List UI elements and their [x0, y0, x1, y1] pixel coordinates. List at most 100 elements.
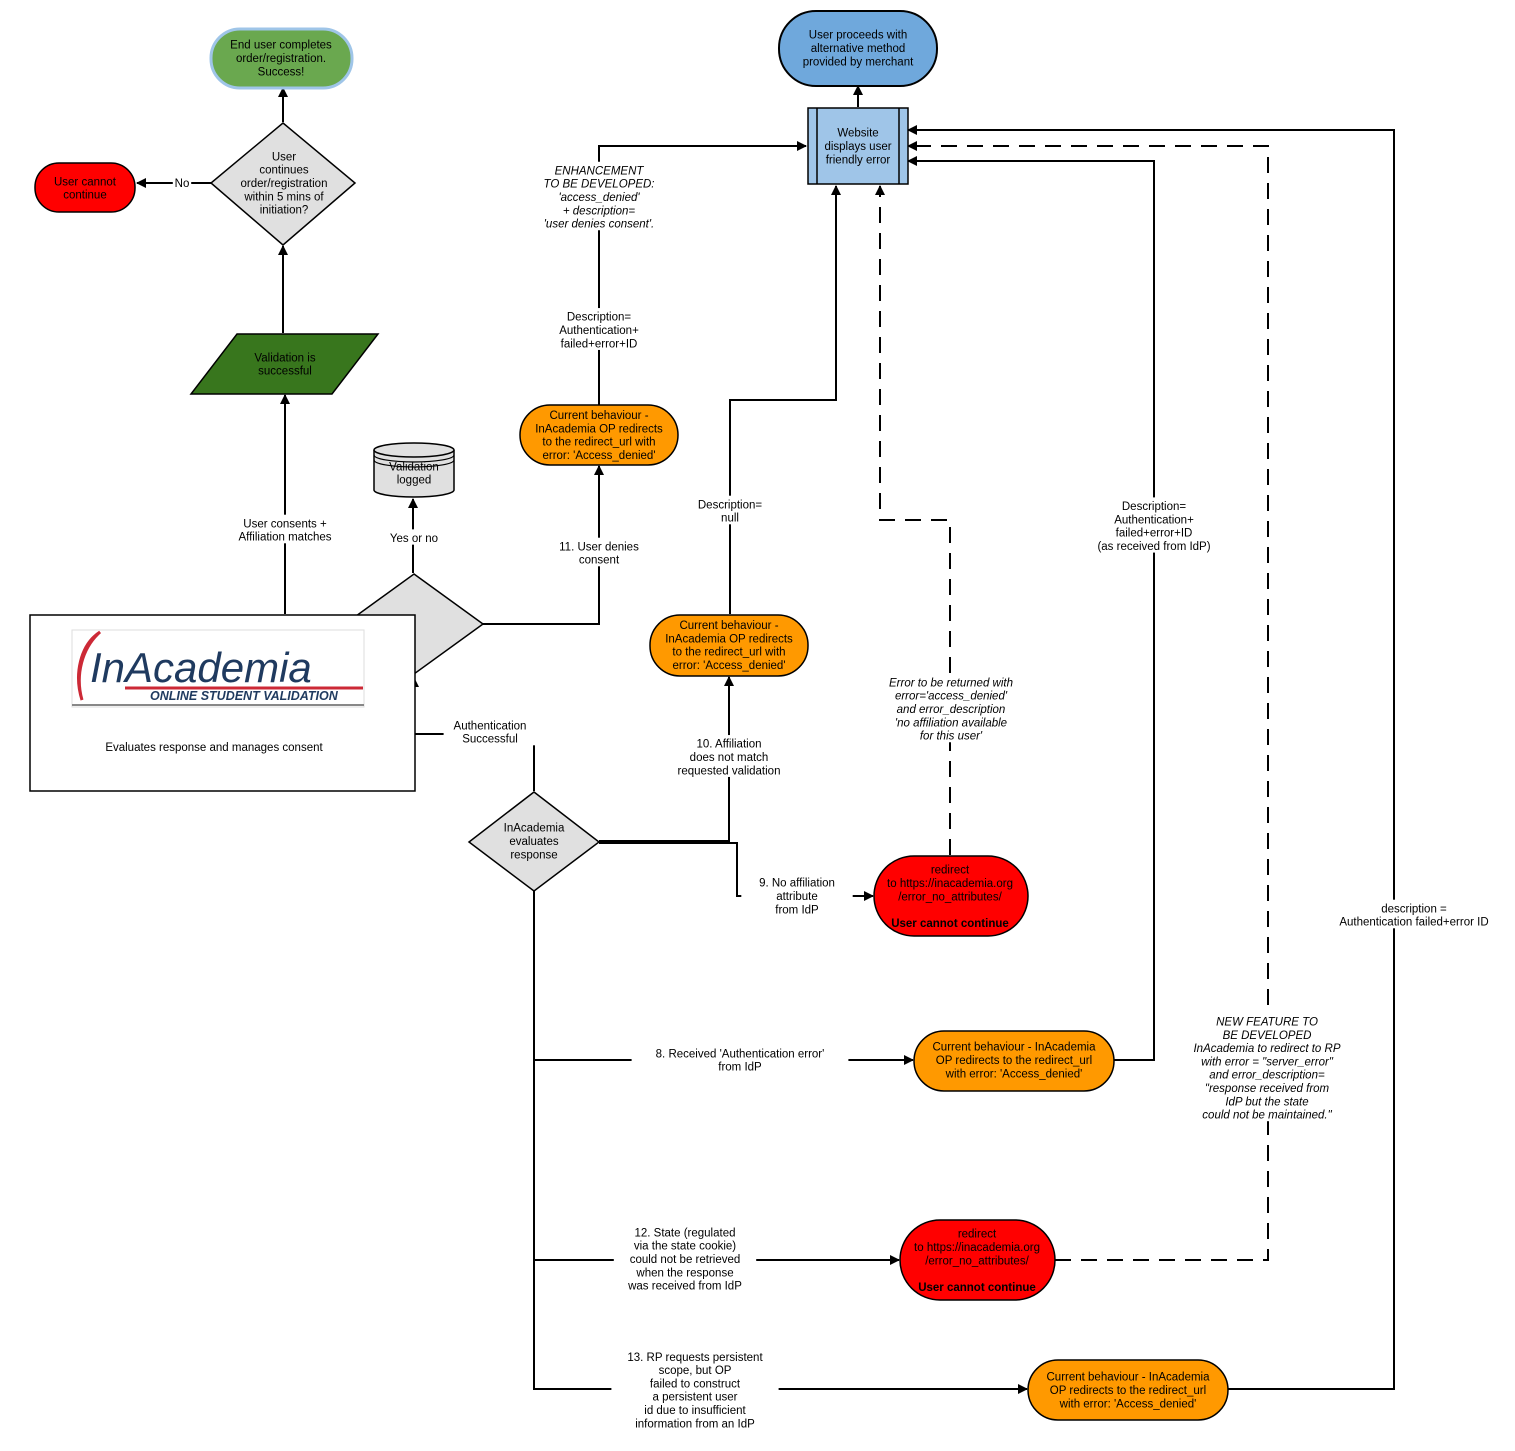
- continue-decision-label-line: order/registration: [241, 178, 328, 190]
- edge-label-state-error-line: was received from IdP: [627, 1281, 742, 1293]
- evaluates-response-label-line: response: [510, 849, 557, 861]
- current-behaviour-3-label-line: OP redirects to the redirect_url: [936, 1055, 1092, 1067]
- edge-label-description-null-text: Description= null: [698, 499, 763, 524]
- edge-label-description-idp-line: Authentication+: [1114, 514, 1194, 526]
- edge-consent-to-denied: [483, 465, 604, 625]
- edge-label-user-denies-line: consent: [579, 555, 620, 567]
- validation-logged-label-line: Validation: [389, 461, 439, 473]
- continue-decision-label-line: initiation?: [260, 205, 309, 217]
- redirect-2-bold: User cannot continue: [918, 1282, 1036, 1294]
- edge-label-user-consents-line: Affiliation matches: [238, 532, 331, 544]
- website-error-label-line: displays user: [824, 141, 891, 153]
- evaluates-response-node: [467, 791, 601, 892]
- edge-label-enhancement-line: + description=: [563, 205, 636, 217]
- edge-label-description-null-line: Description=: [698, 499, 763, 511]
- redirect-2-label-line: to https://inacademia.org: [914, 1242, 1040, 1254]
- edge-label-affiliation-mismatch-line: requested validation: [678, 765, 781, 777]
- edge-label-user-denies-text: 11. User denies consent: [559, 541, 639, 566]
- redirect-1-label-line: redirect: [931, 865, 970, 877]
- edge-label-description-auth-failed: Description=Authentication+failed+error+…: [549, 308, 649, 350]
- success-node: [209, 27, 354, 90]
- edge-label-new-feature-line: could not be maintained.": [1202, 1110, 1332, 1122]
- inacademia-logo-box: InAcademia ONLINE STUDENT VALIDATION Eva…: [29, 614, 416, 792]
- current-behaviour-3-node: [913, 1030, 1115, 1092]
- edge-label-enhancement-line: ENHANCEMENT: [555, 165, 645, 177]
- edge-label-no-affiliation-line: from IdP: [775, 904, 819, 916]
- edge-label-state-error-line: when the response: [635, 1267, 733, 1279]
- edge-label-description-null-line: null: [721, 513, 739, 525]
- edge-label-user-consents-text: User consents + Affiliation matches: [238, 518, 331, 543]
- current-behaviour-2-label-text: Current behaviour -InAcademia OP redirec…: [665, 620, 793, 672]
- edge-evaluates-to-persistent: [533, 1260, 1028, 1394]
- current-behaviour-2-node: [649, 614, 809, 677]
- edge-evaluates-to-autherror: [533, 891, 914, 1065]
- current-behaviour-1-label-line: error: 'Access_denied': [542, 450, 655, 462]
- success-label-line: End user completes: [230, 40, 332, 52]
- edge-label-description-auth-failed-id-text: description =Authentication failed+error…: [1339, 903, 1488, 928]
- edge-label-auth-error-text: 8. Received 'Authentication error'from I…: [656, 1048, 825, 1073]
- edge-evaluates-to-mismatch: [599, 676, 734, 842]
- redirect-2-label-line: redirect: [958, 1229, 997, 1241]
- edge-label-description-auth-failed-id: description =Authentication failed+error…: [1318, 899, 1510, 929]
- edge-label-persistent-error-line: a persistent user: [652, 1392, 737, 1404]
- edge-label-description-null: Description= null: [689, 495, 771, 525]
- edge-label-user-consents-line: User consents +: [243, 518, 327, 530]
- edge-label-no-affiliation-line: attribute: [776, 891, 818, 903]
- edge-label-new-feature-line: NEW FEATURE TO: [1216, 1016, 1318, 1028]
- redirect-1-label-line: /error_no_attributes/: [898, 891, 1002, 903]
- user-cannot-continue-node: [34, 162, 136, 213]
- edge-label-description-auth-failed-line: failed+error+ID: [561, 338, 638, 350]
- current-behaviour-1-label-line: to the redirect_url with: [542, 437, 655, 449]
- alternative-label-line: provided by merchant: [803, 56, 914, 68]
- edge-label-user-denies-line: 11. User denies: [559, 541, 639, 553]
- current-behaviour-2-label-line: Current behaviour -: [679, 620, 778, 632]
- redirect-1-label-line: to https://inacademia.org: [887, 878, 1013, 890]
- current-behaviour-4-label-line: OP redirects to the redirect_url: [1050, 1385, 1206, 1397]
- current-behaviour-3-label-line: with error: 'Access_denied': [945, 1068, 1083, 1080]
- edge-label-new-feature-line: IdP but the state: [1225, 1096, 1308, 1108]
- current-behaviour-3-label-line: Current behaviour - InAcademia: [933, 1042, 1097, 1054]
- current-behaviour-1-label-text: Current behaviour -InAcademia OP redirec…: [535, 410, 663, 462]
- edge-label-yes-or-no-text: Yes or no: [390, 533, 438, 545]
- edge-label-affiliation-mismatch-line: 10. Affiliation: [696, 739, 761, 751]
- edge-label-persistent-error-line: scope, but OP: [659, 1365, 732, 1377]
- edge-label-description-idp-line: Description=: [1122, 501, 1187, 513]
- edge-label-error-to-return-line: 'no affiliation available: [895, 717, 1007, 729]
- edge-redirect1-to-website: [875, 185, 951, 855]
- edge-persistent-to-website: [907, 125, 1395, 1390]
- user-cannot-continue-label-line: continue: [63, 190, 106, 202]
- current-behaviour-4-node: [1027, 1359, 1229, 1421]
- edge-label-new-feature-line: BE DEVELOPED: [1223, 1030, 1312, 1042]
- edge-label-enhancement-line: 'user denies consent'.: [544, 219, 655, 231]
- edge-label-no-line: No: [175, 178, 190, 190]
- logo-swoosh-icon: [77, 630, 102, 701]
- website-error-label-line: Website: [837, 128, 878, 140]
- edge-label-no-affiliation-line: 9. No affiliation: [759, 878, 835, 890]
- edge-redirect2-to-website: [907, 141, 1269, 1261]
- edge-label-persistent-error-line: id due to insufficient: [644, 1405, 746, 1417]
